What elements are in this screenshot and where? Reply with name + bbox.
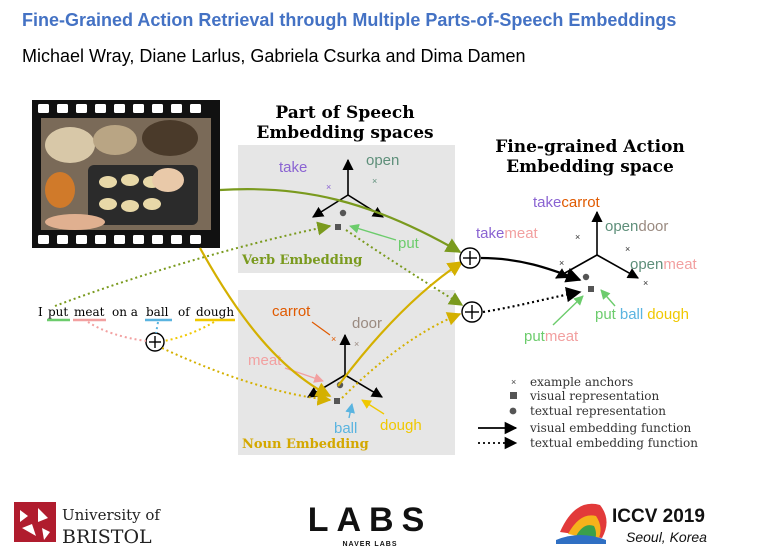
legend-textual-rep: textual representation — [530, 404, 666, 418]
sentence-word-ball: ball — [146, 305, 169, 319]
action-take-meat-label: takemeat — [476, 225, 539, 242]
action-visual-point — [588, 286, 594, 292]
action-axes — [555, 210, 639, 279]
action-open-meat-label: openmeat — [630, 256, 698, 273]
video-filmstrip — [32, 100, 220, 248]
svg-text:×: × — [511, 377, 516, 387]
action-title-line2: Embedding space — [506, 157, 674, 177]
action-open-door-label: opendoor — [605, 218, 668, 235]
action-put-meat-pointer — [552, 295, 584, 326]
paper-title: Fine-Grained Action Retrieval through Mu… — [22, 10, 677, 30]
iccv-logo: ICCV 2019 Seoul, Korea — [556, 503, 707, 545]
iccv-location: Seoul, Korea — [626, 529, 707, 545]
sentence-word-meat: meat — [74, 305, 105, 319]
verb-visual-fn-arrow — [219, 187, 462, 253]
legend: × example anchors visual representation … — [478, 375, 698, 450]
noun-ball-pointer — [345, 403, 355, 419]
caption-sentence: I put meat on a ball of dough — [38, 305, 235, 322]
sentence-word-put: put — [48, 305, 68, 319]
bristol-line1: University of — [62, 506, 161, 524]
naver-labs-logo: LABS NAVER LABS — [308, 501, 433, 548]
noun-visual-point — [334, 398, 340, 404]
verb-visual-point — [335, 224, 341, 230]
visual-fn-to-action-arrow — [480, 256, 582, 283]
verb-anchor-put-label: put — [398, 235, 420, 252]
iccv-title: ICCV 2019 — [612, 506, 705, 527]
noun-anchor-ball-label: ball — [334, 420, 357, 437]
verb-textual-point — [339, 209, 347, 217]
pos-title-line1: Part of Speech — [275, 103, 414, 123]
action-take-meat-mark: × — [559, 258, 564, 268]
legend-textual-fn: textual embedding function — [530, 436, 698, 450]
meat-to-plus-dotted — [87, 321, 147, 342]
noun-anchor-door-label: door — [352, 315, 382, 332]
sentence-word-of: of — [178, 305, 191, 319]
verb-put-pointer — [349, 223, 397, 241]
action-put-meat-label: putmeat — [524, 328, 579, 345]
author-list: Michael Wray, Diane Larlus, Gabriela Csu… — [22, 46, 526, 66]
dough-to-plus-dotted — [163, 321, 215, 342]
labs-wordmark: LABS — [308, 501, 433, 539]
action-open-door-mark: × — [625, 244, 630, 254]
noun-anchor-carrot-label: carrot — [272, 303, 311, 320]
noun-anchor-meat-label: meat — [248, 352, 282, 369]
noun-anchor-door-mark: × — [354, 339, 359, 349]
noun-panel — [238, 290, 455, 455]
noun-embedding-label: Noun Embedding — [242, 437, 369, 452]
noun-anchor-dough-label: dough — [380, 417, 422, 434]
pos-title-line2: Embedding spaces — [256, 123, 433, 143]
action-title-line1: Fine-grained Action — [495, 137, 685, 157]
action-take-carrot-label: takecarrot — [533, 194, 601, 211]
noun-to-textual-plus-dotted — [341, 312, 462, 399]
verb-anchor-take-label: take — [279, 159, 307, 176]
noun-to-visual-plus-arrow — [337, 261, 464, 387]
action-textual-point — [582, 273, 590, 281]
sentence-word-on-a: on a — [112, 305, 138, 319]
bristol-logo: University of BRISTOL — [14, 502, 161, 548]
verb-anchor-take-mark: × — [326, 182, 331, 192]
noun-visual-fn-arrow — [199, 247, 332, 397]
ball-to-plus-dotted — [155, 321, 159, 334]
action-open-meat-mark: × — [643, 278, 648, 288]
legend-visual-fn: visual embedding function — [529, 421, 692, 435]
legend-anchors: example anchors — [530, 375, 633, 389]
action-put-ball-pointer — [600, 289, 616, 307]
textual-fn-to-action-arrow — [482, 286, 582, 314]
legend-visual-rep: visual representation — [529, 389, 660, 403]
sentence-word-i: I — [38, 305, 43, 319]
noun-carrot-pointer — [311, 321, 331, 336]
verb-anchor-open-label: open — [366, 152, 399, 169]
noun-dough-pointer — [361, 399, 385, 415]
noun-anchor-carrot-mark: × — [331, 334, 336, 344]
action-take-carrot-mark: × — [575, 232, 580, 242]
verb-anchor-open-mark: × — [372, 176, 377, 186]
verb-embedding-label: Verb Embedding — [241, 253, 362, 268]
sentence-word-dough: dough — [196, 305, 234, 319]
bristol-line2: BRISTOL — [62, 526, 152, 548]
labs-subtitle: NAVER LABS — [343, 541, 398, 548]
